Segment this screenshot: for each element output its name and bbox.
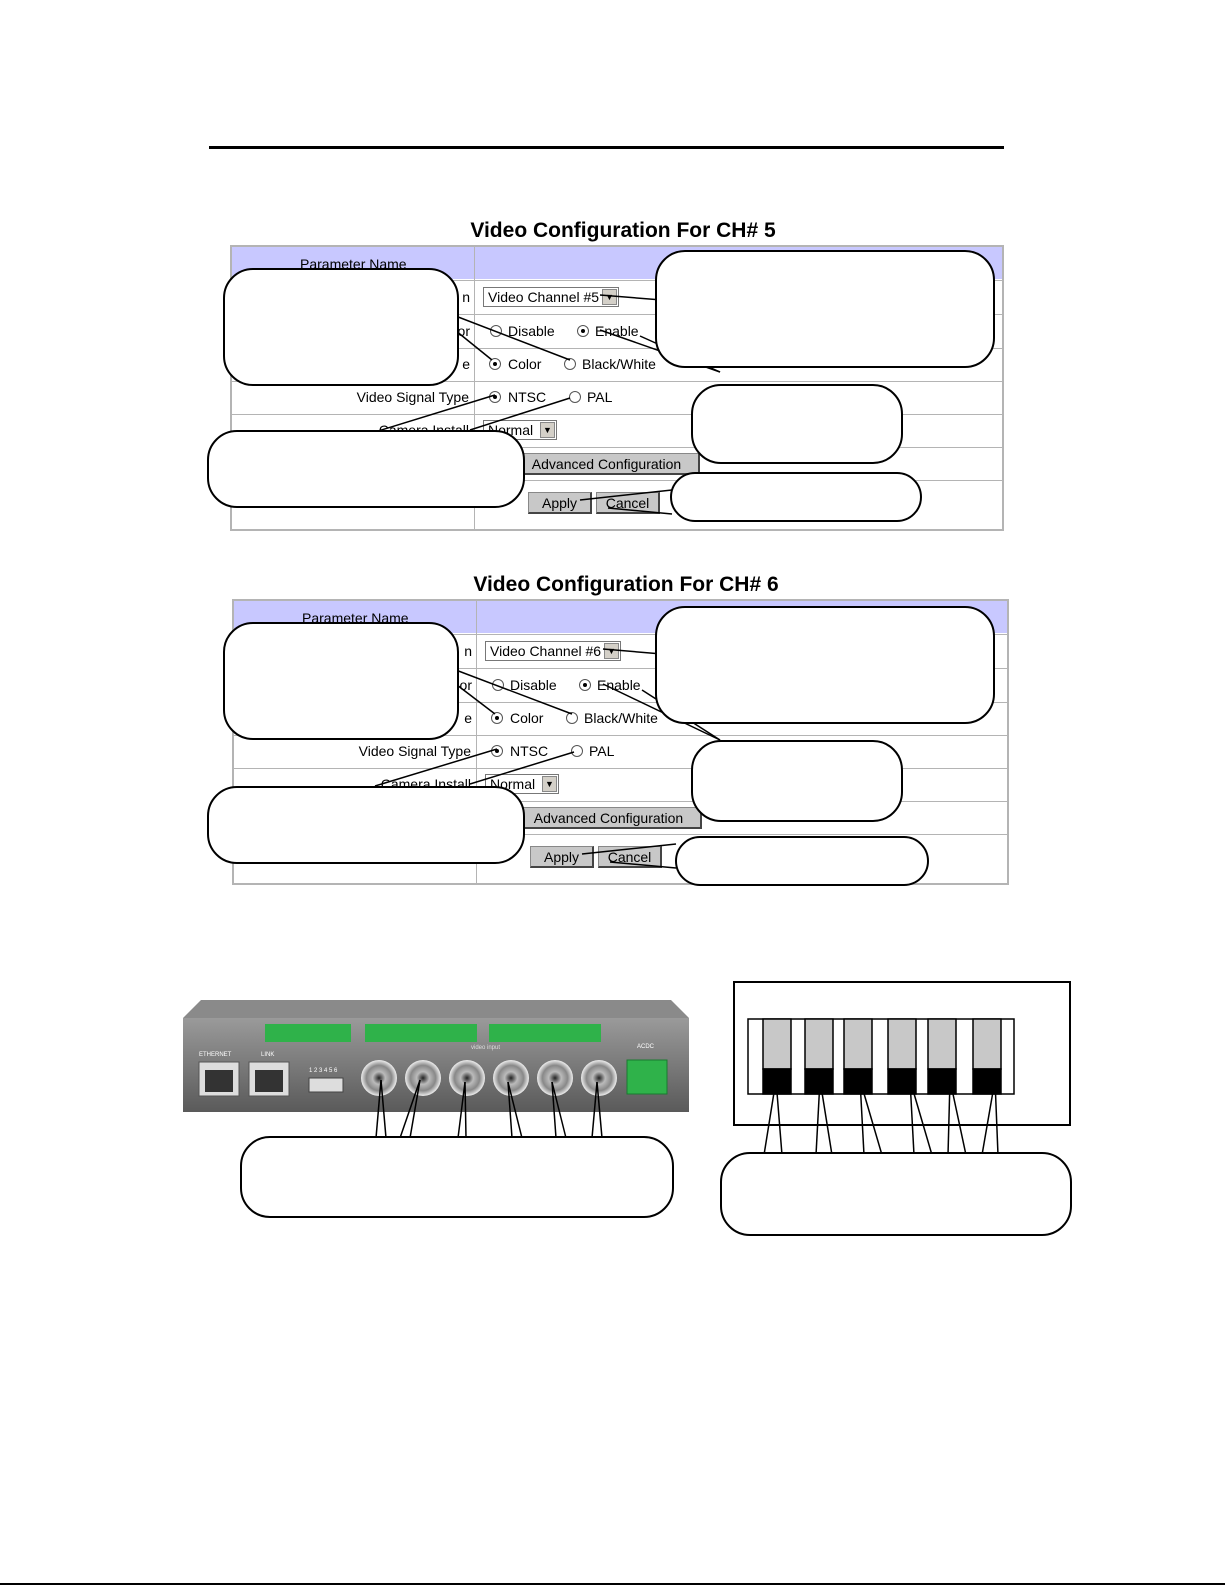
enable-radio[interactable] bbox=[577, 325, 589, 337]
description-value: Video Channel #5 bbox=[488, 289, 600, 305]
table-row bbox=[232, 314, 1002, 315]
description-label: n bbox=[462, 289, 470, 305]
bottom-rule bbox=[0, 1583, 1225, 1585]
table-row bbox=[234, 702, 1007, 703]
bw-option: Black/White bbox=[584, 710, 658, 726]
table-row bbox=[234, 634, 1007, 635]
apply-button[interactable]: Apply bbox=[528, 492, 592, 514]
callout-apply bbox=[675, 836, 929, 886]
enable-label: Enable bbox=[595, 323, 639, 339]
bw-option: Black/White bbox=[582, 356, 656, 372]
chevron-down-icon[interactable]: ▼ bbox=[604, 643, 619, 659]
disable-label: Disable bbox=[510, 677, 557, 693]
advanced-configuration-button[interactable]: Advanced Configuration bbox=[516, 807, 702, 829]
chevron-down-icon[interactable]: ▼ bbox=[602, 289, 617, 305]
top-rule bbox=[209, 146, 1004, 149]
column-divider bbox=[474, 247, 475, 529]
callout-dip-switches bbox=[720, 1152, 1072, 1236]
table-row bbox=[234, 668, 1007, 669]
chevron-down-icon[interactable]: ▼ bbox=[542, 776, 557, 792]
table-row bbox=[232, 480, 1002, 481]
callout-description bbox=[655, 250, 995, 368]
description-select[interactable]: Video Channel #5 ▼ bbox=[483, 287, 619, 307]
ethernet-label: ETHERNET bbox=[199, 1052, 232, 1058]
callout-apply bbox=[670, 472, 922, 522]
color-radio[interactable] bbox=[489, 358, 501, 370]
enable-label: Enable bbox=[597, 677, 641, 693]
table-row bbox=[232, 280, 1002, 281]
dip-switch-illustration bbox=[747, 1018, 1015, 1095]
callout-signal-type bbox=[207, 430, 525, 508]
color-label: e bbox=[462, 356, 470, 372]
pal-radio[interactable] bbox=[571, 745, 583, 757]
color-radio[interactable] bbox=[491, 712, 503, 724]
description-select[interactable]: Video Channel #6 ▼ bbox=[485, 641, 621, 661]
pal-option: PAL bbox=[587, 389, 613, 405]
color-option: Color bbox=[510, 710, 544, 726]
color-option: Color bbox=[508, 356, 542, 372]
table-row bbox=[232, 414, 1002, 415]
signal-type-label: Video Signal Type bbox=[358, 743, 471, 759]
panel-title: Video Configuration For CH# 6 bbox=[473, 573, 779, 596]
video-input-label: video input bbox=[471, 1045, 501, 1051]
callout-color-mode bbox=[223, 622, 459, 740]
color-label: e bbox=[464, 710, 472, 726]
dip-switch-diagram bbox=[733, 981, 1071, 1126]
disable-radio[interactable] bbox=[492, 679, 504, 691]
table-row bbox=[232, 348, 1002, 349]
table-row bbox=[234, 801, 1007, 802]
ntsc-option: NTSC bbox=[510, 743, 549, 759]
callout-leaders bbox=[374, 648, 721, 869]
table-row bbox=[234, 834, 1007, 835]
table-row bbox=[234, 735, 1007, 736]
table-row bbox=[232, 447, 1002, 448]
video-config-panel-ch5: Video Configuration For CH# 5 Parameter … bbox=[0, 0, 1225, 531]
dip-numbers-label: 1 2 3 4 5 6 bbox=[309, 1068, 338, 1074]
panel-title: Video Configuration For CH# 5 bbox=[470, 219, 776, 242]
device-illustration bbox=[183, 1000, 689, 1112]
power-label: ACDC bbox=[637, 1044, 655, 1050]
description-label: n bbox=[464, 643, 472, 659]
bw-radio[interactable] bbox=[564, 358, 576, 370]
pal-radio[interactable] bbox=[569, 391, 581, 403]
advanced-configuration-button[interactable]: Advanced Configuration bbox=[514, 453, 700, 475]
callout-color-mode bbox=[223, 268, 459, 386]
link-label: LINK bbox=[261, 1052, 275, 1058]
signal-type-label: Video Signal Type bbox=[356, 389, 469, 405]
callout-video-inputs bbox=[240, 1136, 674, 1218]
callout-motion-detect bbox=[691, 384, 903, 464]
table-row bbox=[234, 768, 1007, 769]
callout-motion-detect bbox=[691, 740, 903, 822]
apply-button[interactable]: Apply bbox=[530, 846, 594, 868]
pal-option: PAL bbox=[589, 743, 615, 759]
table-row bbox=[232, 381, 1002, 382]
bw-radio[interactable] bbox=[566, 712, 578, 724]
description-value: Video Channel #6 bbox=[490, 643, 602, 659]
chevron-down-icon[interactable]: ▼ bbox=[540, 422, 555, 438]
column-divider bbox=[476, 601, 477, 883]
video-config-panel-ch6: Video Configuration For CH# 6 Parameter … bbox=[0, 354, 1225, 886]
disable-label: Disable bbox=[508, 323, 555, 339]
callout-description bbox=[655, 606, 995, 724]
callout-signal-type bbox=[207, 786, 525, 864]
device-back-panel: ETHERNET LINK 1 2 3 4 5 6 video input AC… bbox=[181, 1000, 691, 1114]
ntsc-option: NTSC bbox=[508, 389, 547, 405]
enable-radio[interactable] bbox=[579, 679, 591, 691]
